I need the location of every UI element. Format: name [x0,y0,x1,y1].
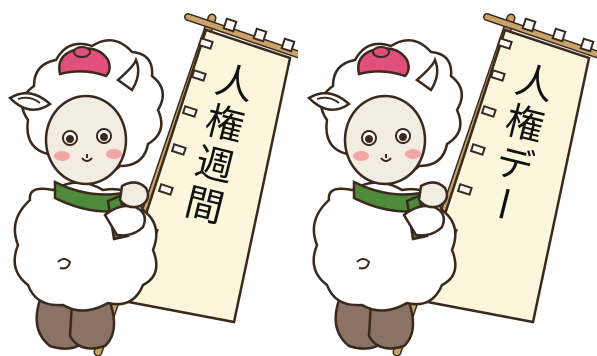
mascot-illustration-right: 人権デー [299,0,597,356]
mascot-illustration-left: 人権週間 [0,0,298,356]
alpaca-mascot-icon [306,13,597,356]
alpaca-mascot-icon [7,13,298,356]
